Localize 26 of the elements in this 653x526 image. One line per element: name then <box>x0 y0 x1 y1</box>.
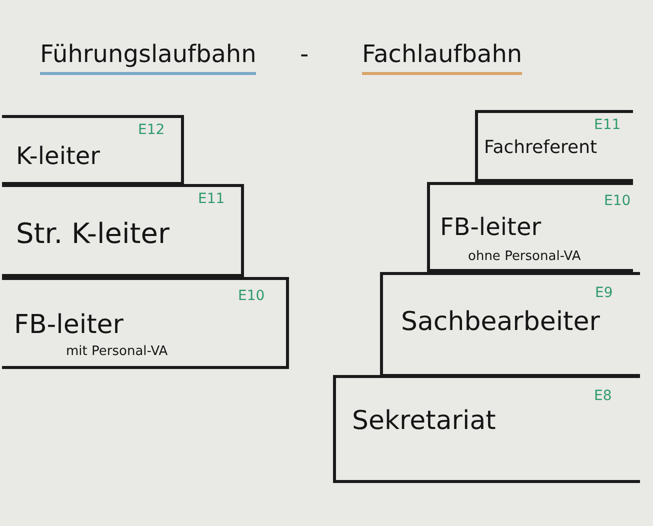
pay-grade: E11 <box>594 117 621 133</box>
job-note: mit Personal-VA <box>66 344 168 359</box>
pay-grade: E10 <box>238 288 265 304</box>
pay-grade: E8 <box>594 388 612 404</box>
heading: Führungslaufbahn <box>40 40 256 75</box>
job-title: FB-leiter <box>440 213 542 241</box>
separator-dash: - <box>300 40 309 68</box>
step-box <box>380 272 640 377</box>
pay-grade: E10 <box>604 193 631 209</box>
step-box <box>427 182 633 272</box>
step-box <box>475 110 633 182</box>
step-box <box>333 375 640 483</box>
step-box <box>2 184 244 277</box>
step-box <box>2 277 289 369</box>
pay-grade: E12 <box>138 122 165 138</box>
heading: Fachlaufbahn <box>362 40 522 75</box>
job-title: Str. K-leiter <box>16 217 170 250</box>
job-title: K-leiter <box>16 142 100 170</box>
step-box <box>2 115 184 185</box>
job-title: Sachbearbeiter <box>401 307 600 337</box>
pay-grade: E11 <box>198 191 225 207</box>
job-title: Sekretariat <box>352 406 496 436</box>
job-title: FB-leiter <box>14 310 124 340</box>
job-note: ohne Personal-VA <box>468 249 581 264</box>
pay-grade: E9 <box>595 285 613 301</box>
job-title: Fachreferent <box>484 137 598 158</box>
